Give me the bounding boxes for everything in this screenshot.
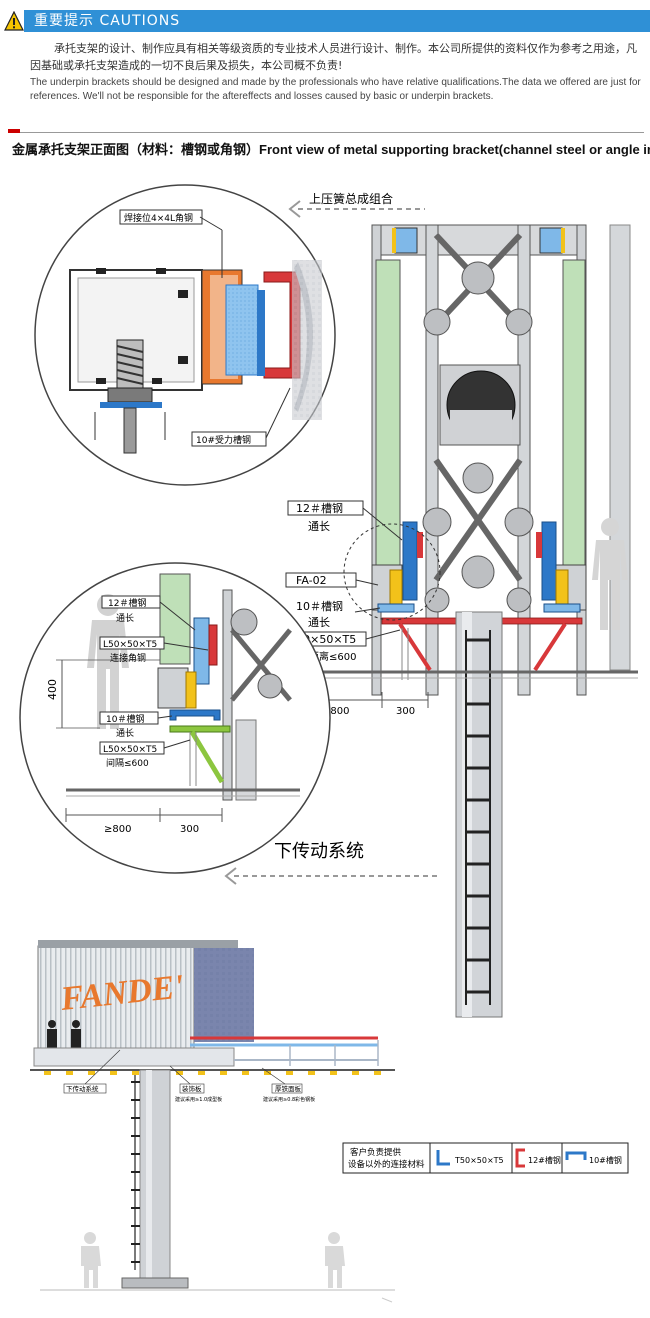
billboard-light xyxy=(110,1071,117,1075)
billboard-light xyxy=(176,1071,183,1075)
detail-connector xyxy=(343,523,441,621)
billboard-callout-2-sub: 建议采用≥1.0成型板 xyxy=(175,1096,222,1103)
billboard-callout-1: 下传动系统 xyxy=(66,1084,99,1093)
billboard-callout-3-sub: 建议采用≥0.8彩色钢板 xyxy=(263,1096,315,1103)
materials-legend: 客户负责提供 设备以外的连接材料 T50×50×T5 12#槽钢 10#槽钢 xyxy=(342,1142,629,1174)
detail-top-channel-label: 10#受力槽钢 xyxy=(196,434,251,446)
billboard-light xyxy=(44,1071,51,1075)
detail-left-c10-sub: 通长 xyxy=(116,727,134,739)
billboard-light xyxy=(88,1071,95,1075)
detail-left-c12-sub: 通长 xyxy=(116,612,134,624)
section-divider xyxy=(8,132,644,133)
angle-steel-icon xyxy=(436,1150,450,1166)
main-callouts: 12＃槽钢 通长 FA-02 10＃槽钢 通长 L50×50×T5 间隔距离≤6… xyxy=(285,500,429,717)
detail-left-spacing: 间隔≤600 xyxy=(106,757,149,769)
bottom-arrow: 下传动系统 xyxy=(224,841,438,885)
top-arrow-label: 上压簧总成组合 xyxy=(309,191,393,206)
billboard-light xyxy=(330,1071,337,1075)
main-dim-right: 300 xyxy=(396,706,415,717)
detail-top-circle: 焊接位4×4L角钢 10#受力槽钢 xyxy=(34,184,336,486)
billboard-light xyxy=(220,1071,227,1075)
tower-structure xyxy=(290,224,638,1018)
cautions-banner: 重要提示 CAUTIONS xyxy=(0,10,650,32)
c12-channel-icon xyxy=(515,1148,525,1168)
banner-title: 重要提示 CAUTIONS xyxy=(34,13,181,29)
legend-item-3: 10#槽钢 xyxy=(589,1155,622,1165)
section-divider-accent xyxy=(8,129,20,133)
billboard-illustration: FANDE' xyxy=(30,940,395,1303)
warning-icon xyxy=(4,11,24,31)
billboard-light xyxy=(132,1071,139,1075)
person-silhouette-icon xyxy=(592,518,628,630)
billboard-light xyxy=(198,1071,205,1075)
top-arrow: 上压簧总成组合 xyxy=(288,191,425,218)
legend-title-line-1: 客户负责提供 xyxy=(350,1147,402,1158)
detail-left-angle-conn-sub: 连接角钢 xyxy=(110,652,146,664)
billboard-light xyxy=(66,1071,73,1075)
cautions-notes: 承托支架的设计、制作应具有相关等级资质的专业技术人员进行设计、制作。本公司所提供… xyxy=(30,40,646,104)
main-c12-label: 12＃槽钢 xyxy=(296,502,343,515)
billboard-light xyxy=(374,1071,381,1075)
detail-left-dim-right: 300 xyxy=(180,824,199,835)
billboard-light xyxy=(242,1071,249,1075)
billboard-callout-2: 装饰板 xyxy=(182,1084,202,1093)
main-c12-sub: 通长 xyxy=(308,520,330,533)
bottom-arrow-label: 下传动系统 xyxy=(274,841,364,862)
detail-left-circle: 12＃槽钢 通长 L50×50×T5 连接角钢 10＃槽钢 通长 L50×50×… xyxy=(19,562,331,874)
section-title: 金属承托支架正面图（材料：槽钢或角钢）Front view of metal s… xyxy=(12,142,650,157)
detail-left-angle: L50×50×T5 xyxy=(103,745,157,755)
c10-channel-icon xyxy=(565,1151,587,1160)
legend-item-1: T50×50×T5 xyxy=(454,1156,504,1165)
legend-item-2: 12#槽钢 xyxy=(528,1155,561,1165)
main-c10-sub: 通长 xyxy=(308,616,330,629)
detail-left-c10: 10＃槽钢 xyxy=(106,713,144,725)
billboard-light xyxy=(264,1071,271,1075)
billboard-light xyxy=(352,1071,359,1075)
detail-left-c12: 12＃槽钢 xyxy=(108,597,146,609)
cautions-text-en: The underpin brackets should be designed… xyxy=(30,77,641,102)
detail-left-dim-left: ≥800 xyxy=(104,824,131,835)
main-dim-left: ≥800 xyxy=(322,706,349,717)
detail-left-height: 400 xyxy=(46,679,59,700)
billboard-light xyxy=(308,1071,315,1075)
cautions-text-cn: 承托支架的设计、制作应具有相关等级资质的专业技术人员进行设计、制作。本公司所提供… xyxy=(30,42,637,72)
banner-bar xyxy=(24,10,650,32)
legend-title-line-2: 设备以外的连接材料 xyxy=(348,1159,425,1170)
billboard-callout-3: 厚铁面板 xyxy=(275,1084,302,1093)
billboard-light xyxy=(286,1071,293,1075)
main-c10-label: 10＃槽钢 xyxy=(296,600,343,613)
detail-top-weld-label: 焊接位4×4L角钢 xyxy=(124,212,193,224)
main-fa-label: FA-02 xyxy=(296,574,327,587)
detail-left-angle-conn: L50×50×T5 xyxy=(103,640,157,650)
